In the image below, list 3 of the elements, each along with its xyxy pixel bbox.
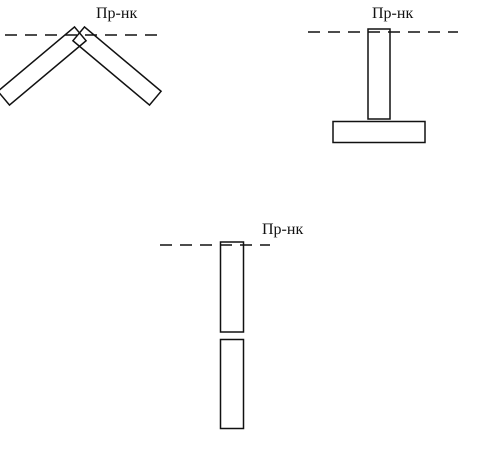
label-text: Пр-нк (96, 6, 138, 22)
label-text: Пр-нк (372, 6, 414, 22)
label-text: Пр-нк (262, 222, 304, 238)
